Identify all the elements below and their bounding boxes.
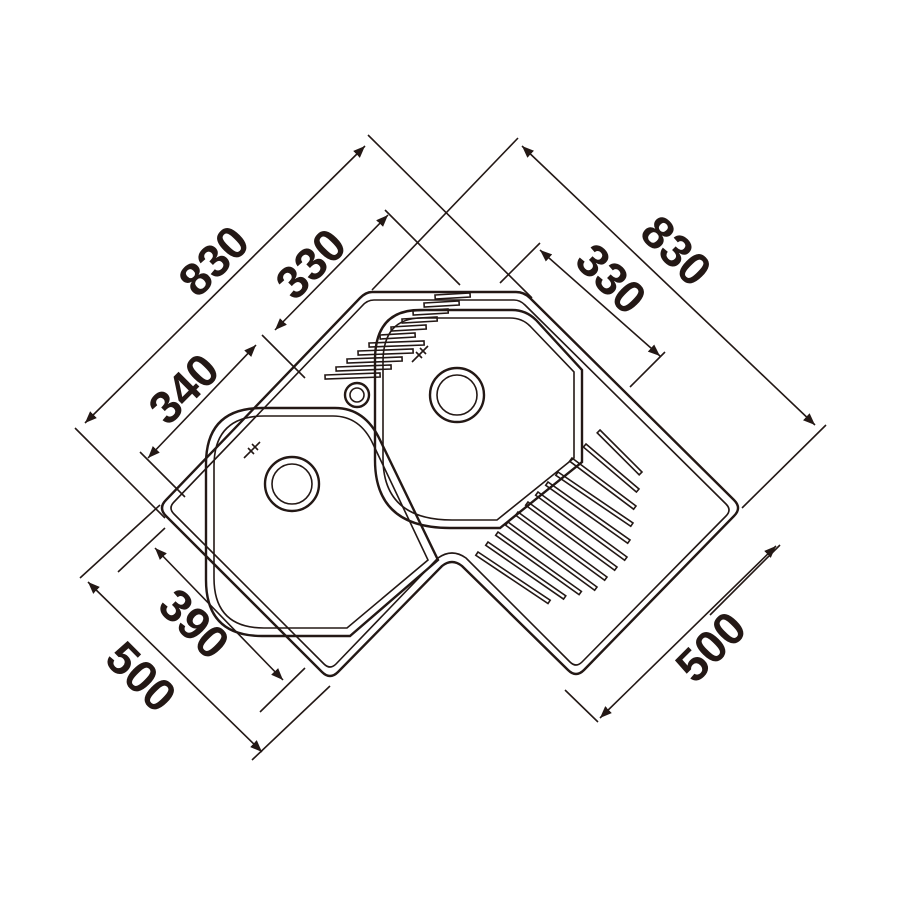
drainer-rib [423, 300, 461, 308]
drainer-rib [524, 500, 619, 572]
drainer-rib [324, 372, 381, 380]
dimension-lines [84, 145, 816, 753]
drainer-rib [357, 348, 414, 356]
left-drain-icon [263, 455, 321, 513]
drainer-rib [379, 332, 417, 340]
right-bowl-grate-mark [411, 345, 429, 363]
drainer-rib [582, 442, 641, 494]
left-bowl-grate-mark [243, 441, 261, 459]
drainer-rib [368, 340, 425, 348]
top-drainer-ribs [324, 292, 472, 380]
drainer-rib [544, 480, 632, 545]
dim-right-depth: 500 [665, 601, 756, 692]
sink-outline [160, 290, 740, 678]
dim-left-depth: 500 [96, 631, 187, 722]
drainer-rib [390, 324, 428, 332]
drainer-rib [401, 316, 439, 324]
drainer-rib [484, 540, 567, 601]
drainer-rib [568, 456, 638, 511]
drainer-rib [434, 292, 472, 300]
drainer-rib [534, 490, 629, 562]
drainer-rib [474, 550, 552, 605]
right-drain-icon [428, 366, 486, 424]
drainer-rib [596, 428, 644, 476]
overflow-icon [343, 381, 371, 409]
drainer-rib [504, 520, 599, 592]
dim-left-total: 830 [168, 215, 259, 306]
drainer-rib [494, 530, 583, 596]
drainer-rib [554, 470, 635, 528]
drainer-rib [412, 308, 450, 316]
left-bowl [204, 406, 440, 638]
